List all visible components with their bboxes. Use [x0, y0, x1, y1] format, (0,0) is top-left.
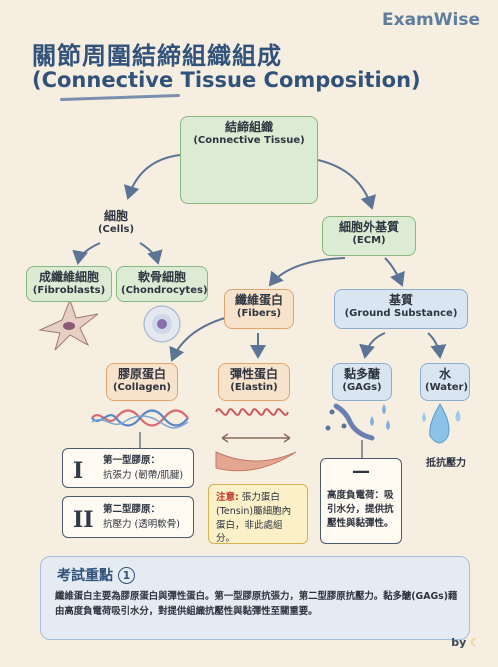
arrow-root-ecm: [317, 159, 377, 210]
node-elastin-zh: 彈性蛋白: [229, 367, 278, 381]
node-fibers-zh: 纖維蛋白: [234, 293, 283, 307]
key-points-title: 考試重點: [57, 568, 113, 584]
key-points-number: 1: [118, 567, 135, 584]
fibroblast-illustration: [38, 298, 99, 351]
arrow-ground-gags: [359, 332, 386, 359]
node-chondrocytes: 軟骨細胞 (Chondrocytes): [116, 266, 208, 302]
water-caption: 抵抗壓力: [426, 458, 466, 469]
node-cells-zh: 細胞: [103, 209, 128, 223]
collagen-type1-card: I 第一型膠原： 抗張力 (韌帶/肌腱): [62, 448, 194, 488]
node-fibers-en: (Fibers): [236, 308, 282, 319]
page-subtitle: (Connective Tissue Composition): [32, 68, 421, 92]
node-water-en: (Water): [425, 382, 469, 393]
elastin-note-label: 注意:: [216, 492, 239, 503]
page-title: 關節周圍結締組織組成: [32, 42, 282, 70]
node-collagen: 膠原蛋白 (Collagen): [106, 363, 178, 401]
node-ground-substance-zh: 基質: [388, 293, 413, 307]
collagen-type2-numeral: II: [73, 507, 94, 533]
node-connective-tissue-en: (Connective Tissue): [193, 135, 305, 146]
node-collagen-en: (Collagen): [112, 382, 171, 393]
key-points-text: 纖維蛋白主要為膠原蛋白與彈性蛋白。第一型膠原抗張力，第二型膠原抗壓力。黏多醣(G…: [55, 591, 458, 618]
node-elastin: 彈性蛋白 (Elastin): [218, 363, 290, 401]
arrow-cells-chondrocytes: [139, 242, 163, 265]
elastin-note: 注意: 張力蛋白(Tensin)屬細胞內蛋白，非此處組分。: [208, 484, 308, 544]
collagen-type1-numeral: I: [73, 458, 84, 484]
node-cells-en: (Cells): [97, 224, 135, 235]
elastin-note-text: 張力蛋白(Tensin)屬細胞內蛋白，非此處組分。: [216, 492, 292, 545]
arrow-cells-fibroblasts: [72, 242, 101, 265]
node-water-zh: 水: [438, 367, 451, 381]
node-gags: 黏多醣 (GAGs): [332, 363, 392, 401]
arrow-ecm-fibers: [268, 257, 346, 287]
collagen-type1-name: 第一型膠原：: [103, 455, 161, 466]
byline: by ☾: [451, 636, 480, 649]
arrow-ground-water: [427, 332, 447, 359]
collagen-type1-desc: 抗張力 (韌帶/肌腱): [103, 470, 184, 481]
node-connective-tissue: 結締組織 (Connective Tissue): [180, 116, 318, 204]
elastin-coil-illustration: [215, 408, 297, 472]
node-water: 水 (Water): [420, 363, 470, 401]
arrow-fibers-collagen: [169, 317, 226, 362]
gags-card-text: 高度負電荷：吸引水分，提供抗壓性與黏彈性。: [327, 490, 394, 529]
key-points-box: 考試重點 1 纖維蛋白主要為膠原蛋白與彈性蛋白。第一型膠原抗張力，第二型膠原抗壓力…: [40, 556, 470, 640]
byline-text: by: [451, 636, 467, 649]
node-ecm-en: (ECM): [352, 235, 386, 246]
collagen-helix-illustration: [91, 409, 189, 429]
node-chondrocytes-zh: 軟骨細胞: [137, 270, 186, 284]
brand-logo: ExamWise: [382, 10, 480, 30]
node-ecm: 細胞外基質 (ECM): [322, 216, 416, 256]
collagen-type2-card: II 第二型膠原： 抗壓力 (透明軟骨): [62, 496, 194, 538]
node-cells: 細胞 (Cells): [84, 206, 148, 246]
arrow-ecm-ground: [384, 257, 405, 287]
gags-card-symbol: —: [352, 461, 370, 482]
water-drops-illustration: [422, 403, 461, 444]
node-fibroblasts-zh: 成纖維細胞: [38, 270, 99, 284]
node-ground-substance-en: (Ground Substance): [344, 308, 458, 319]
gags-card: — 高度負電荷：吸引水分，提供抗壓性與黏彈性。: [320, 458, 402, 544]
node-collagen-zh: 膠原蛋白: [117, 367, 166, 381]
gags-illustration: [325, 403, 390, 441]
key-points-header: 考試重點 1: [57, 565, 135, 585]
node-gags-zh: 黏多醣: [343, 367, 380, 381]
node-connective-tissue-zh: 結締組織: [224, 120, 273, 134]
node-fibroblasts-en: (Fibroblasts): [32, 285, 106, 296]
collagen-type2-desc: 抗壓力 (透明軟骨): [103, 519, 180, 530]
arrow-root-cells: [123, 154, 181, 200]
connector-arrows: [72, 154, 447, 362]
node-chondrocytes-en: (Chondrocytes): [121, 285, 208, 296]
node-fibers: 纖維蛋白 (Fibers): [224, 289, 294, 329]
node-fibroblasts: 成纖維細胞 (Fibroblasts): [26, 266, 112, 302]
node-ecm-zh: 細胞外基質: [338, 220, 399, 234]
collagen-type2-name: 第二型膠原：: [103, 504, 161, 515]
node-ground-substance: 基質 (Ground Substance): [334, 289, 468, 329]
node-gags-en: (GAGs): [342, 382, 382, 393]
banana-icon: ☾: [470, 636, 480, 649]
node-elastin-en: (Elastin): [230, 382, 278, 393]
chondrocyte-illustration: [143, 305, 181, 343]
